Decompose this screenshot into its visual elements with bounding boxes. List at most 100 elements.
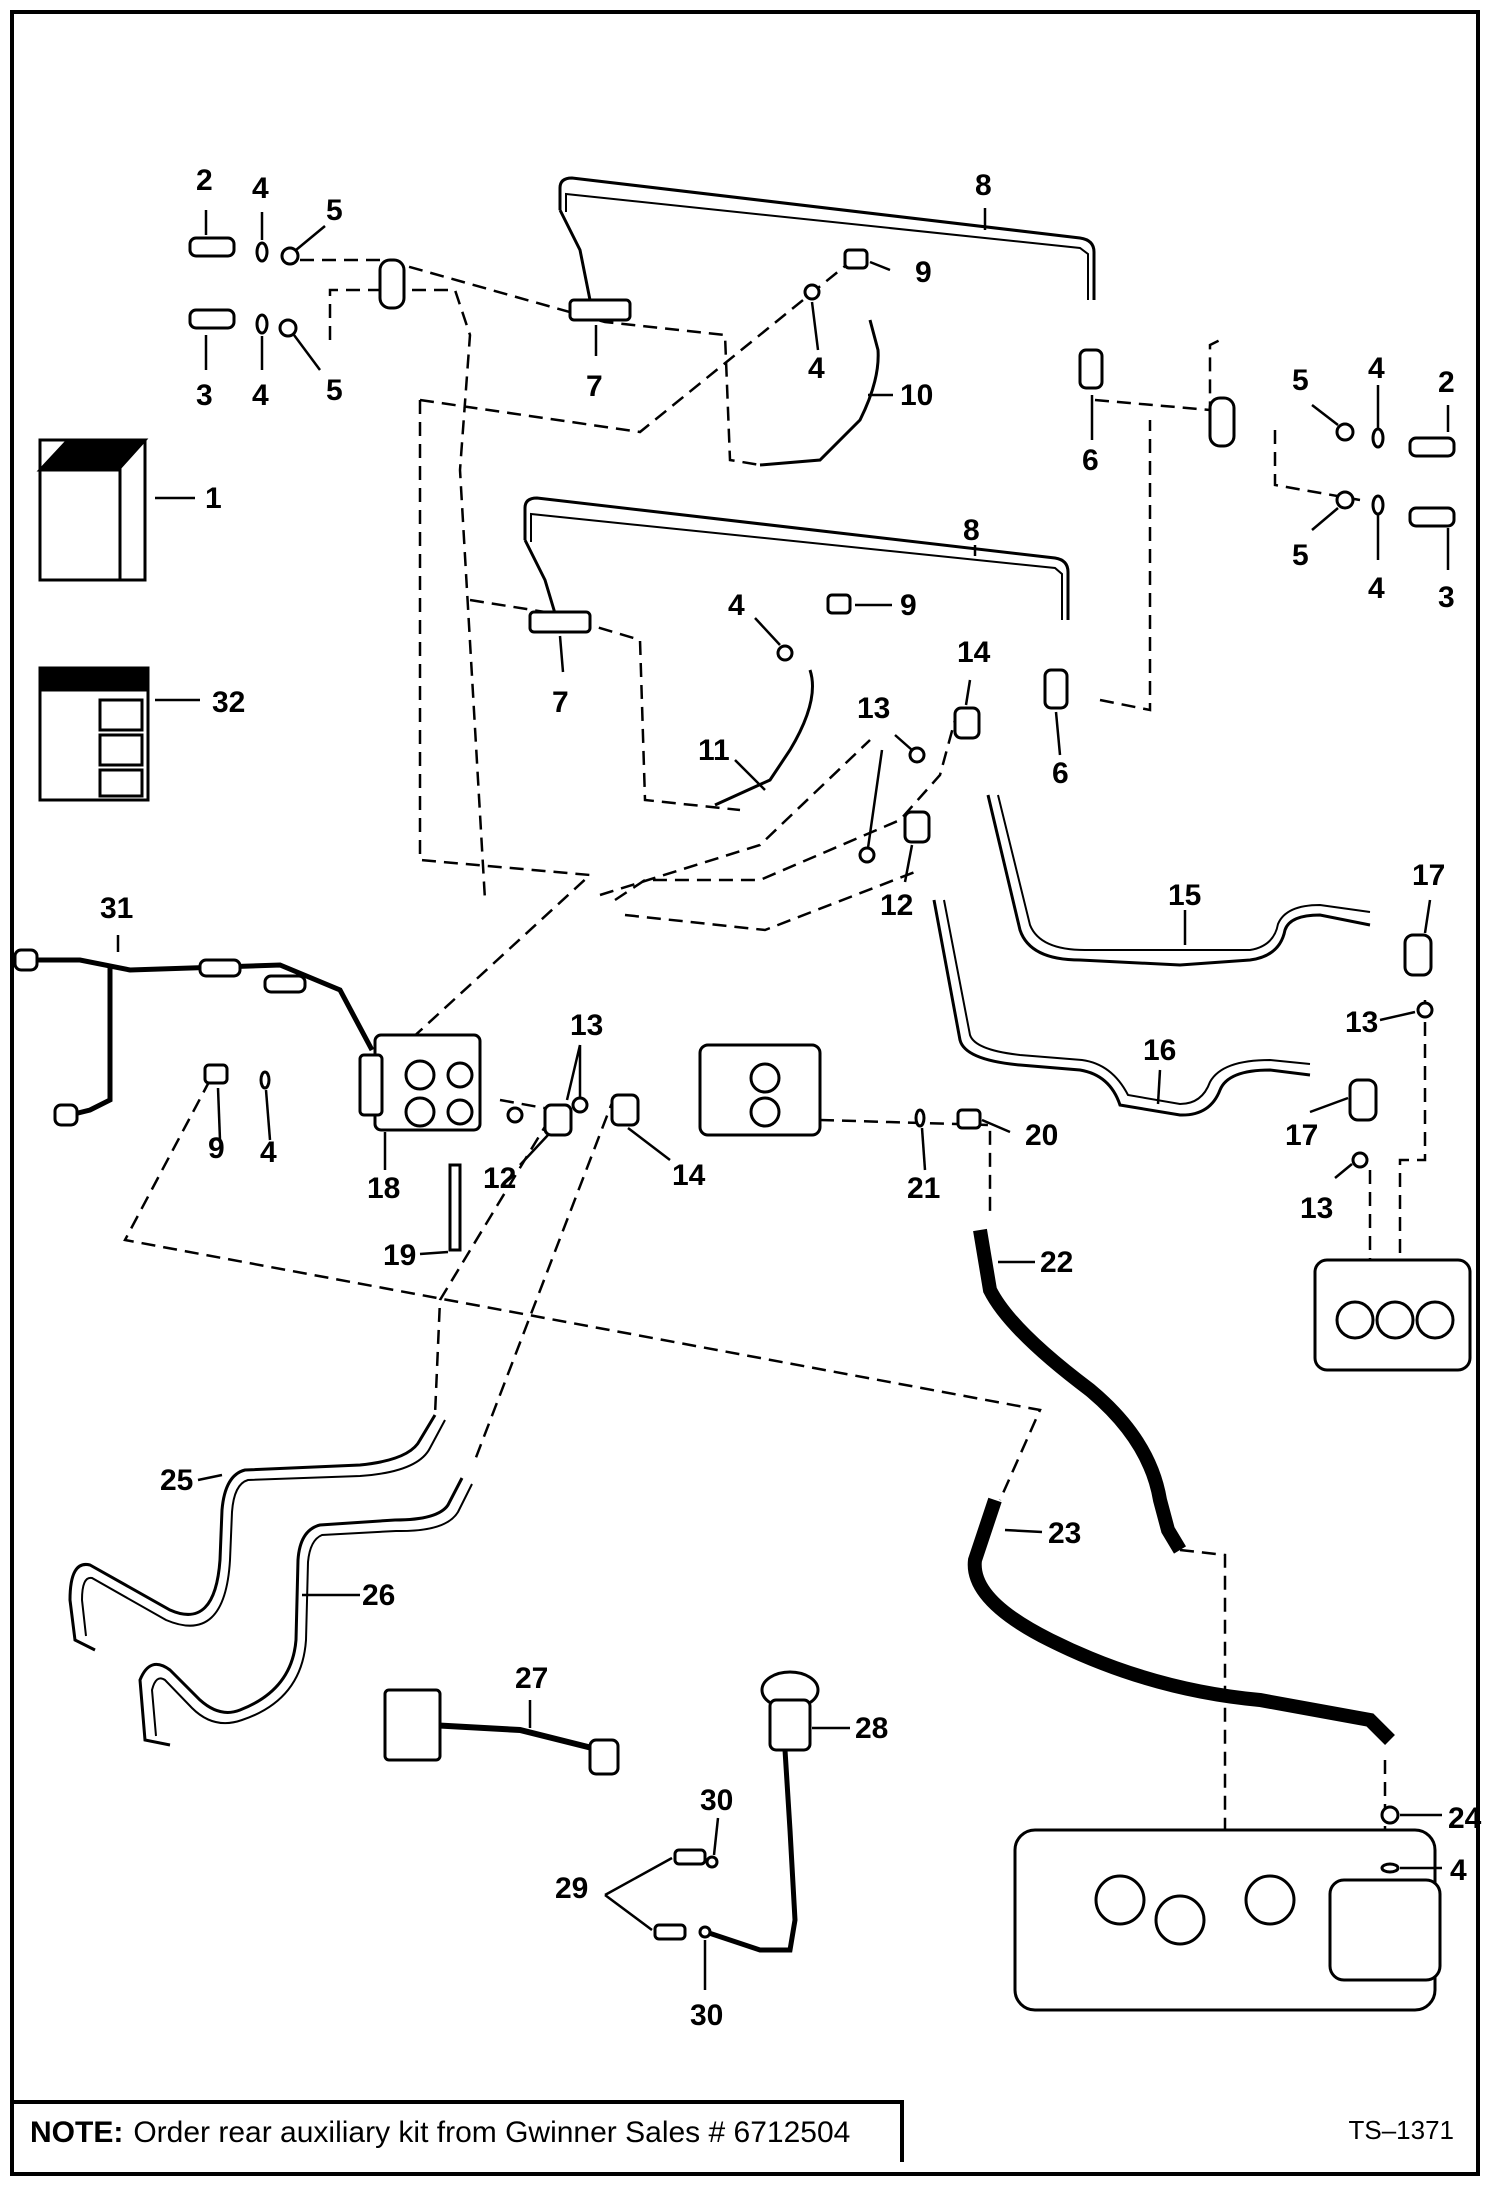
route-f: [599, 739, 871, 897]
callout-30-b: 30: [690, 1999, 723, 2032]
tube-25-outline: [80, 1419, 446, 1637]
harness-31-plug-a: [198, 958, 242, 978]
leader-30a: [712, 1817, 720, 1856]
elbow-17-lower: [1348, 1078, 1378, 1122]
leader-5d: [1311, 507, 1339, 531]
callout-5-d: 5: [1292, 539, 1309, 572]
route-m: [433, 1098, 558, 1416]
order-note: NOTE: Order rear auxiliary kit from Gwin…: [14, 2100, 904, 2162]
leader-13c: [1379, 1010, 1416, 1022]
tube-10: [759, 319, 880, 467]
callout-4-b: 4: [252, 379, 269, 412]
leader-9a: [869, 260, 891, 272]
callout-27: 27: [515, 1662, 548, 1695]
callout-4-c: 4: [1368, 352, 1385, 385]
callout-13-d: 13: [1300, 1192, 1333, 1225]
tube-8-upper-outline: [565, 192, 1089, 300]
seal-30a: [705, 1855, 719, 1869]
tube-16-outline: [943, 899, 1311, 1106]
valve-18-port-b: [404, 1096, 436, 1128]
oring-13b: [858, 846, 876, 864]
callout-4-e: 4: [808, 352, 825, 385]
coupler-3-right: [1408, 506, 1456, 528]
callout-5-b: 5: [326, 374, 343, 407]
leader-17a: [1423, 899, 1432, 934]
callout-24: 24: [1448, 1802, 1482, 1835]
callout-32: 32: [212, 686, 245, 719]
callout-5-c: 5: [1292, 364, 1309, 397]
route-e: [409, 400, 593, 1041]
callout-28: 28: [855, 1712, 888, 1745]
callout-19: 19: [383, 1239, 416, 1272]
callout-3-left: 3: [196, 379, 213, 412]
diagram-frame: [10, 10, 1480, 2176]
tee-7-upper: [568, 298, 632, 322]
callout-1: 1: [205, 482, 222, 515]
switch-28-body: [768, 1698, 812, 1752]
callout-6-b: 6: [1052, 757, 1069, 790]
coupler-2-left: [188, 236, 236, 258]
seal-5b: [278, 318, 298, 338]
leader-29: [604, 1856, 673, 1932]
seal-5d: [1335, 490, 1355, 510]
coupler-3-left: [188, 308, 236, 330]
callout-18: 18: [367, 1172, 400, 1205]
decal-32-cell-a: [98, 698, 144, 732]
leader-21: [920, 1127, 927, 1171]
leader-17b: [1309, 1096, 1349, 1114]
tube-26-outline: [150, 1483, 473, 1737]
valve-18-side: [358, 1053, 384, 1117]
module-27: [383, 1688, 442, 1762]
elbow-12-lower: [543, 1103, 573, 1137]
harness-27: [429, 1722, 601, 1753]
leader-13d: [1334, 1163, 1353, 1179]
callout-9-a: 9: [915, 256, 932, 289]
leader-25: [197, 1473, 223, 1482]
callout-15: 15: [1168, 879, 1201, 912]
oring-13d: [1351, 1151, 1369, 1169]
leader-9c: [216, 1087, 222, 1141]
elbow-6-lower: [1043, 668, 1069, 710]
harness-28: [699, 1749, 798, 1953]
fitting-9-left: [203, 1063, 229, 1085]
oring-4e: [803, 283, 821, 301]
oring-4g: [259, 1070, 271, 1090]
valve-18-port-d: [446, 1098, 474, 1126]
leader-16: [1156, 1069, 1162, 1105]
callout-14-b: 14: [672, 1159, 706, 1192]
route-p: [1179, 1548, 1227, 1950]
seal-30b: [698, 1925, 712, 1939]
callout-7-a: 7: [586, 370, 603, 403]
callout-26: 26: [362, 1579, 395, 1612]
callout-14-a: 14: [957, 636, 991, 669]
leader-23: [1004, 1528, 1043, 1534]
pump-port-a: [1094, 1874, 1146, 1926]
valve-18-port-a: [404, 1059, 436, 1091]
oring-13f: [571, 1096, 589, 1114]
tube-15: [986, 794, 1371, 967]
tube-16: [932, 899, 1311, 1117]
valve-center-port-b: [749, 1096, 781, 1128]
pump-port-c: [1244, 1874, 1296, 1926]
harness-31-plug-b: [263, 974, 307, 994]
callout-4-a: 4: [252, 172, 269, 205]
tube-26: [138, 1477, 464, 1747]
route-d: [469, 598, 741, 812]
elbow-12-upper: [903, 810, 931, 844]
oring-4d: [1371, 494, 1385, 516]
callout-4-h: 4: [1450, 1854, 1467, 1887]
route-a: [300, 258, 761, 467]
pump-port-b: [1154, 1894, 1206, 1946]
route-k: [1273, 430, 1361, 502]
callout-13-a: 13: [857, 692, 890, 725]
harness-31-plug-d: [53, 1103, 79, 1127]
harness-31: [30, 957, 375, 1118]
tube-11: [714, 669, 814, 807]
leader-14b: [627, 1127, 671, 1161]
oring-13a: [908, 746, 926, 764]
callout-20: 20: [1025, 1119, 1058, 1152]
leader-13b: [565, 1044, 582, 1101]
leader-5c: [1311, 404, 1339, 426]
route-i: [1094, 338, 1221, 412]
leader-6b: [1054, 711, 1062, 756]
